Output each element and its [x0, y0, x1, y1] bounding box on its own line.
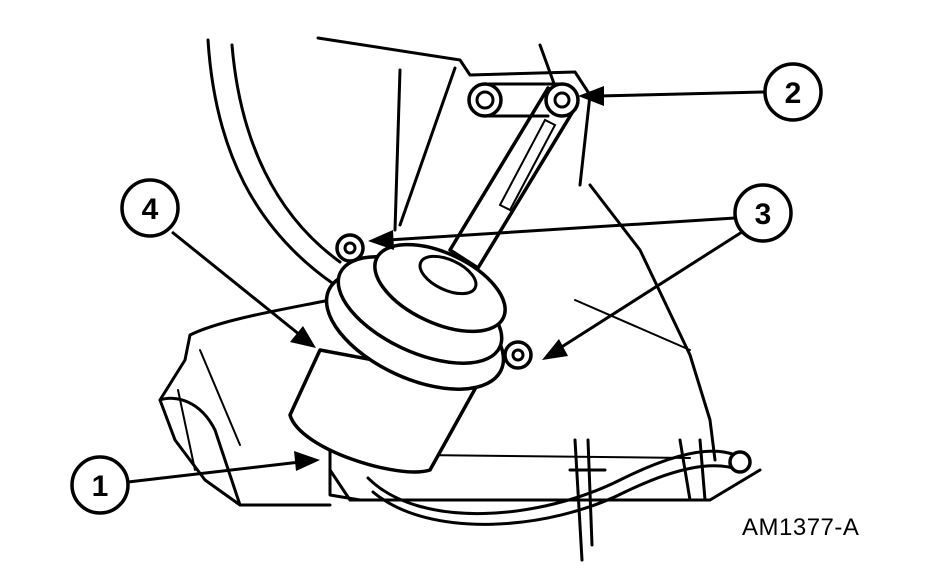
callout-4: 4 [120, 178, 316, 348]
callout-number-1: 1 [92, 470, 109, 503]
callout-number-3: 3 [755, 198, 772, 231]
callout-circle-3 [733, 183, 793, 243]
vacuum-motor [288, 233, 533, 502]
callout-2: 2 [578, 62, 823, 122]
housing-outline [158, 36, 762, 507]
callout-circle-1 [70, 455, 130, 515]
figure-id-label: AM1377-A [742, 514, 860, 541]
callout-number-2: 2 [785, 77, 802, 110]
callout-1: 1 [70, 451, 320, 515]
callout-number-4: 4 [142, 193, 159, 226]
callout-circle-4 [120, 178, 180, 238]
callout-3: 3 [368, 183, 793, 360]
linkage-arm [448, 82, 580, 270]
vacuum-hose [366, 438, 752, 562]
callout-circle-2 [763, 62, 823, 122]
